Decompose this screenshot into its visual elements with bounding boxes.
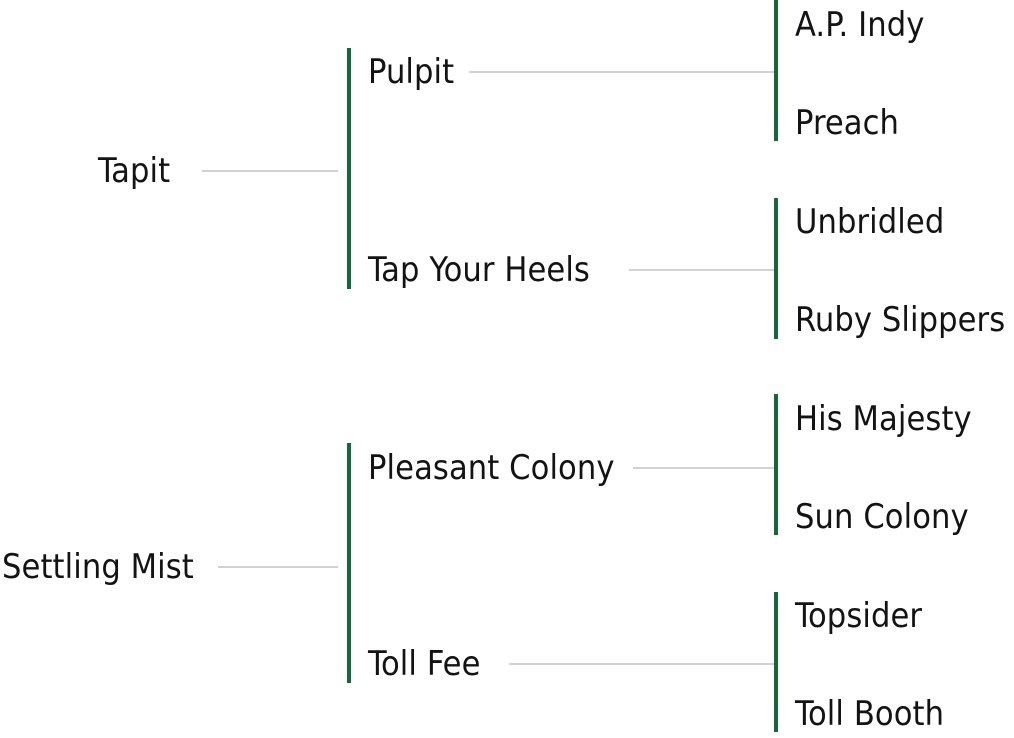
node-toll-fee: Toll Fee: [368, 644, 481, 684]
connector-pulpit-to-branch: [469, 71, 774, 73]
connector-settling-mist-to-branch: [218, 566, 338, 568]
node-toll-booth: Toll Booth: [795, 694, 945, 734]
bracket-bar-pleasant-colony: [774, 394, 778, 535]
node-ruby-slippers: Ruby Slippers: [795, 300, 1006, 340]
node-unbridled: Unbridled: [795, 202, 945, 242]
node-pleasant-colony: Pleasant Colony: [368, 448, 615, 488]
bracket-bar-tap-your-heels: [774, 198, 778, 339]
bracket-bar-toll-fee: [774, 592, 778, 732]
node-topsider: Topsider: [795, 596, 923, 636]
connector-pleasant-colony-to-branch: [633, 467, 774, 469]
node-pulpit: Pulpit: [368, 52, 455, 92]
node-tap-your-heels: Tap Your Heels: [368, 250, 590, 290]
connector-tapit-to-branch: [202, 170, 338, 172]
node-settling-mist: Settling Mist: [2, 547, 194, 587]
node-ap-indy: A.P. Indy: [795, 5, 925, 45]
bracket-bar-settling-mist: [347, 443, 351, 683]
node-his-majesty: His Majesty: [795, 399, 972, 439]
connector-toll-fee-to-branch: [509, 663, 774, 665]
connector-tap-your-heels-to-branch: [629, 269, 774, 271]
node-tapit: Tapit: [98, 151, 171, 191]
bracket-bar-pulpit: [774, 0, 778, 141]
bracket-bar-tapit: [347, 48, 351, 289]
node-preach: Preach: [795, 103, 900, 143]
node-sun-colony: Sun Colony: [795, 497, 969, 537]
